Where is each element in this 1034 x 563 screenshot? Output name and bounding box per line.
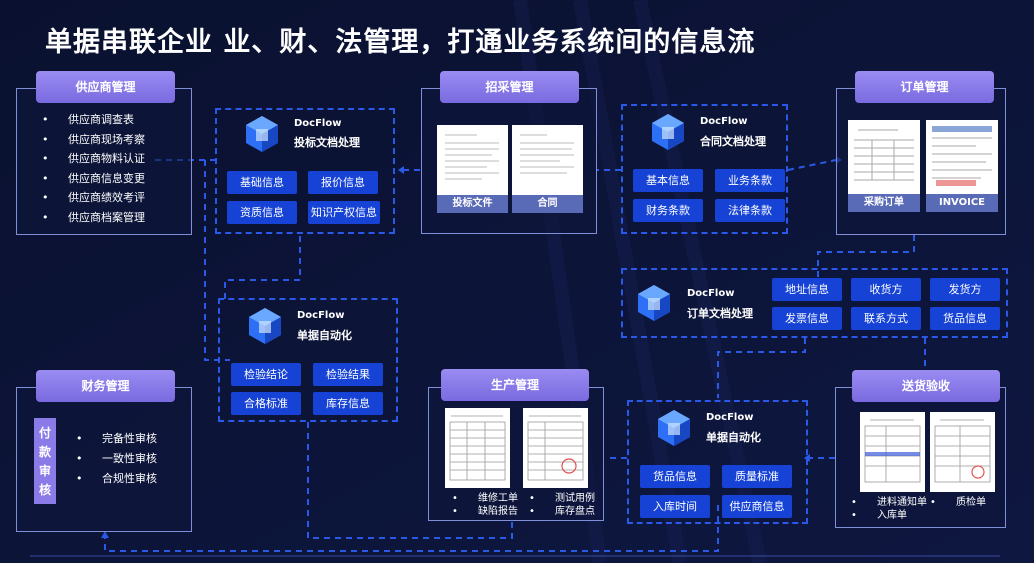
docflow-brand: DocFlow [700,116,748,127]
receiving-notice-thumbnail [860,412,925,492]
production-list-left: 维修工单 缺陷报告 [452,492,518,518]
chip-address-info: 地址信息 [772,278,842,301]
docflow-brand: DocFlow [687,288,735,299]
connector-auto2-to-finance [104,505,719,552]
automation-2-subtitle: 单据自动化 [706,431,761,444]
bid-document-label: 投标文件 [437,195,508,213]
chip-basic-info: 基本信息 [633,169,703,192]
list-item: 供应商档案管理 [42,208,145,228]
order-doc-subtitle: 订单文档处理 [687,307,753,320]
list-item: 库存盘点 [529,505,595,518]
connector-order-to-orderdoc [817,235,915,278]
chip-legal-terms: 法律条款 [715,199,785,222]
chip-basic-info: 基础信息 [227,171,297,194]
list-item: 完备性审核 [76,429,157,449]
procurement-title: 招采管理 [440,71,579,103]
connector-supplier-to-auto1 [204,160,230,361]
chip-financial-terms: 财务条款 [633,199,703,222]
docflow-brand: DocFlow [297,310,345,321]
page-title: 单据串联企业 业、财、法管理，打通业务系统间的信息流 [45,27,756,58]
invoice-label: INVOICE [926,194,998,212]
delivery-list-left: 进料通知单 入库单 [851,496,927,522]
repair-order-thumbnail [445,408,510,488]
chip-contact: 联系方式 [851,307,921,330]
contract-panel [621,104,788,234]
contract-document-label: 合同 [512,195,583,213]
connector-orderdoc-to-auto2 [717,338,806,398]
chip-quote-info: 报价信息 [308,171,378,194]
connector-auto1-to-finance [307,422,513,539]
bidding-panel [215,108,395,234]
order-doc-panel [621,268,1008,338]
connector-contract-to-order [787,159,837,171]
list-item: 入库单 [851,509,927,522]
test-case-thumbnail [523,408,588,488]
automation-panel-2 [627,400,808,524]
chip-ip-info: 知识产权信息 [308,201,380,224]
chip-inspection-result: 检验结果 [313,363,383,386]
docflow-cube-icon [638,285,670,321]
finance-list: 完备性审核 一致性审核 合规性审核 [76,429,157,489]
docflow-cube-icon [652,114,684,150]
list-item: 供应商信息变更 [42,169,145,189]
chip-quality-standard: 质量标准 [722,465,792,488]
delivery-list-right: 质检单 [930,496,986,509]
list-item: 一致性审核 [76,449,157,469]
chip-qualification-standard: 合格标准 [231,392,301,415]
finance-title: 财务管理 [36,370,175,402]
chip-qualification-info: 资质信息 [227,201,297,224]
docflow-brand: DocFlow [706,412,754,423]
list-item: 供应商调查表 [42,110,145,130]
production-list-right: 测试用例 库存盘点 [529,492,595,518]
list-item: 测试用例 [529,492,595,505]
list-item: 维修工单 [452,492,518,505]
list-item: 质检单 [930,496,986,509]
docflow-cube-icon [249,308,281,344]
chip-storage-time: 入库时间 [640,495,710,518]
supplier-list: 供应商调查表 供应商现场考察 供应商物料认证 供应商信息变更 供应商绩效考评 供… [42,110,145,227]
chip-business-terms: 业务条款 [715,169,785,192]
docflow-brand: DocFlow [294,118,342,129]
chip-consignee: 收货方 [851,278,921,301]
production-title: 生产管理 [441,369,589,401]
supplier-title: 供应商管理 [36,71,175,103]
chip-supplier-info: 供应商信息 [722,495,792,518]
list-item: 合规性审核 [76,469,157,489]
chip-goods-info: 货品信息 [930,307,1000,330]
list-item: 供应商绩效考评 [42,188,145,208]
connector-bidding-to-auto1 [224,236,301,300]
automation-1-subtitle: 单据自动化 [297,329,352,342]
list-item: 供应商现场考察 [42,130,145,150]
chip-shipper: 发货方 [930,278,1000,301]
order-title: 订单管理 [855,71,994,103]
list-item: 供应商物料认证 [42,149,145,169]
automation-panel-1 [218,298,398,422]
docflow-cube-icon [246,116,278,152]
list-item: 缺陷报告 [452,505,518,518]
chip-inventory-info: 库存信息 [313,392,383,415]
quality-check-thumbnail [930,412,995,492]
payment-review-label: 付款审核 [34,418,56,504]
chip-inspection-conclusion: 检验结论 [231,363,301,386]
chip-invoice-info: 发票信息 [772,307,842,330]
list-item: 进料通知单 [851,496,927,509]
docflow-cube-icon [658,410,690,446]
contract-subtitle: 合同文档处理 [700,135,766,148]
bidding-subtitle: 投标文档处理 [294,136,360,149]
delivery-title: 送货验收 [852,370,1000,402]
chip-goods-info: 货品信息 [640,465,710,488]
purchase-order-label: 采购订单 [848,194,920,212]
